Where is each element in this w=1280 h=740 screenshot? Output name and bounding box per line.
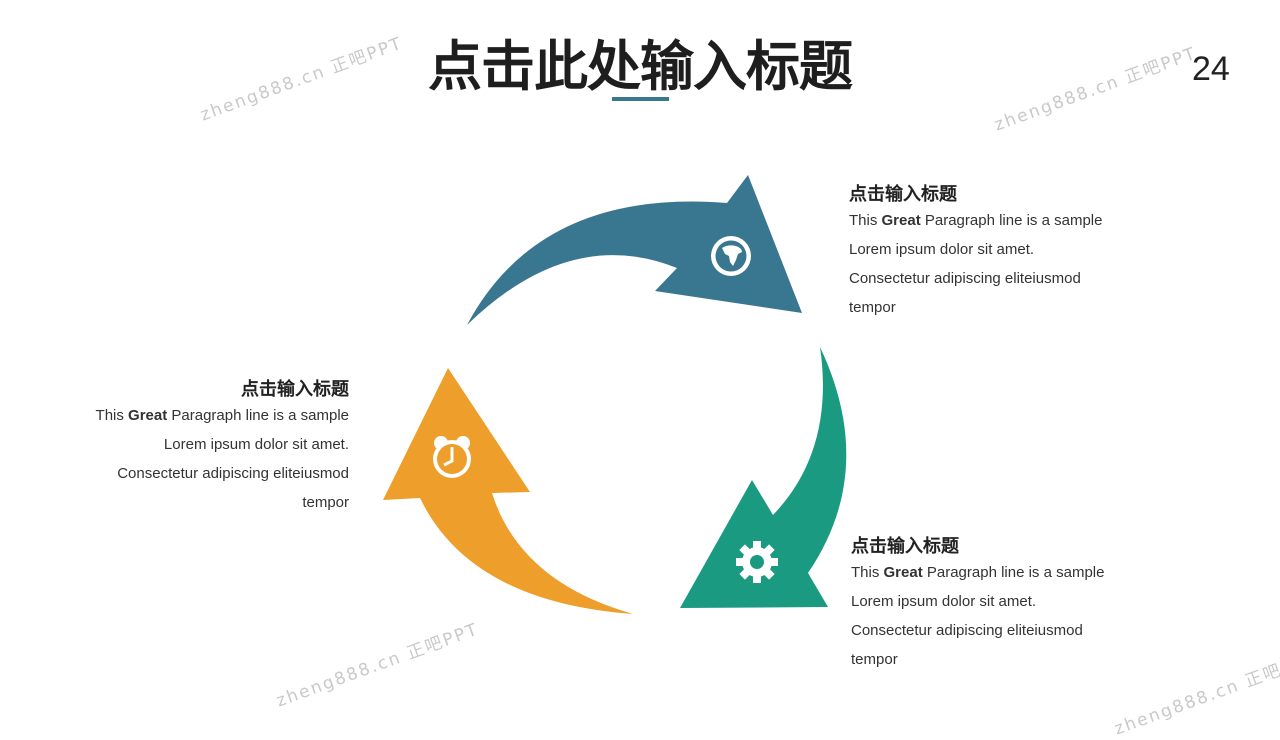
text-block-top-right: 点击输入标题 This Great Paragraph line is a sa… (849, 180, 1139, 322)
gear-icon (736, 541, 778, 583)
text-block-left: 点击输入标题 This Great Paragraph line is a sa… (59, 375, 349, 517)
block-heading[interactable]: 点击输入标题 (851, 536, 959, 557)
block-line: This Great Paragraph line is a sample (851, 564, 1105, 581)
block-heading[interactable]: 点击输入标题 (241, 379, 349, 400)
block-line: Consectetur adipiscing eliteiusmod (849, 270, 1081, 287)
block-line: Lorem ipsum dolor sit amet. (163, 436, 349, 453)
block-line: Consectetur adipiscing eliteiusmod (851, 622, 1083, 639)
block-line: This Great Paragraph line is a sample (95, 407, 349, 424)
page-number: 24 (1192, 50, 1230, 88)
block-line: tempor (849, 299, 896, 316)
orange-arrow[interactable] (383, 368, 633, 614)
block-heading[interactable]: 点击输入标题 (849, 184, 957, 205)
blue-arrow[interactable] (467, 175, 802, 325)
text-block-bottom-right: 点击输入标题 This Great Paragraph line is a sa… (851, 532, 1141, 674)
alarm-clock-icon (433, 436, 471, 478)
cycle-diagram (383, 175, 847, 614)
block-line: tempor (302, 494, 349, 511)
block-line: Lorem ipsum dolor sit amet. (851, 593, 1037, 610)
block-line: Consectetur adipiscing eliteiusmod (117, 465, 349, 482)
teal-arrow[interactable] (680, 347, 847, 608)
page-title[interactable]: 点击此处输入标题 (428, 35, 853, 98)
block-line: tempor (851, 651, 898, 668)
globe-icon (711, 236, 751, 276)
block-line: Lorem ipsum dolor sit amet. (849, 241, 1035, 258)
block-line: This Great Paragraph line is a sample (849, 212, 1103, 229)
title-underline (612, 97, 669, 101)
